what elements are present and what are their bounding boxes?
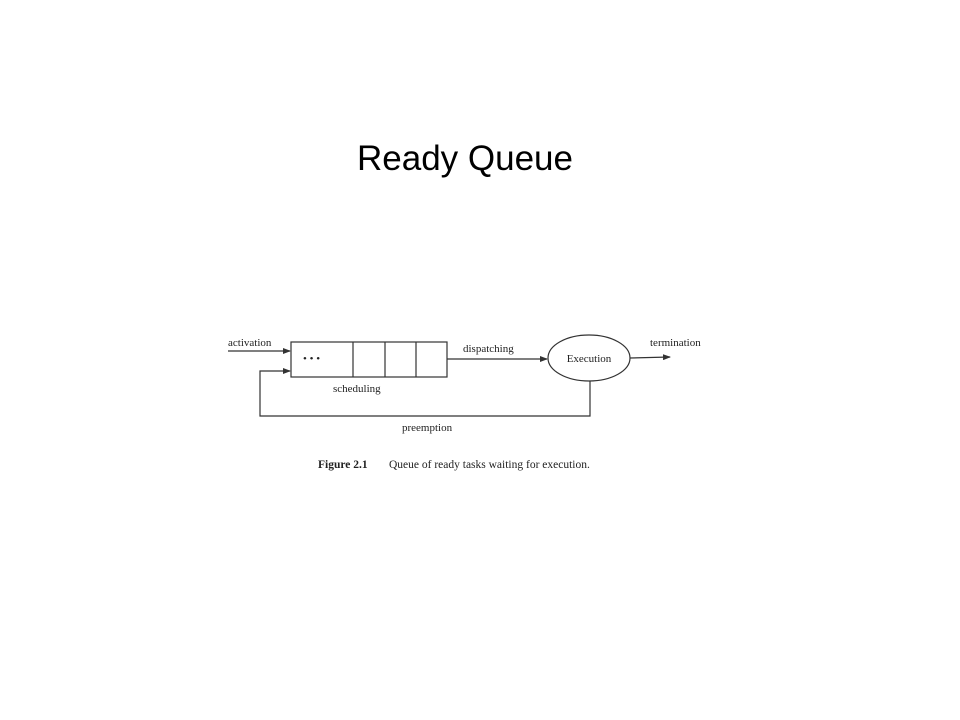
dispatching-label: dispatching <box>463 343 514 355</box>
termination-arrow <box>629 354 671 361</box>
slide-title: Ready Queue <box>357 139 573 178</box>
ready-queue-diagram: activation • • • scheduling dispatching … <box>228 334 701 471</box>
figure-number: Figure 2.1 <box>318 459 368 471</box>
preemption-label: preemption <box>402 422 453 434</box>
termination-label: termination <box>650 337 701 349</box>
queue-ellipsis: • • • <box>303 353 320 365</box>
execution-label: Execution <box>567 353 612 365</box>
preemption-loop-arrow <box>259 368 591 417</box>
figure-caption: Queue of ready tasks waiting for executi… <box>389 459 590 471</box>
scheduling-label: scheduling <box>333 383 381 395</box>
activation-label: activation <box>228 337 272 349</box>
ready-queue-figure: activation • • • scheduling dispatching … <box>222 325 722 485</box>
